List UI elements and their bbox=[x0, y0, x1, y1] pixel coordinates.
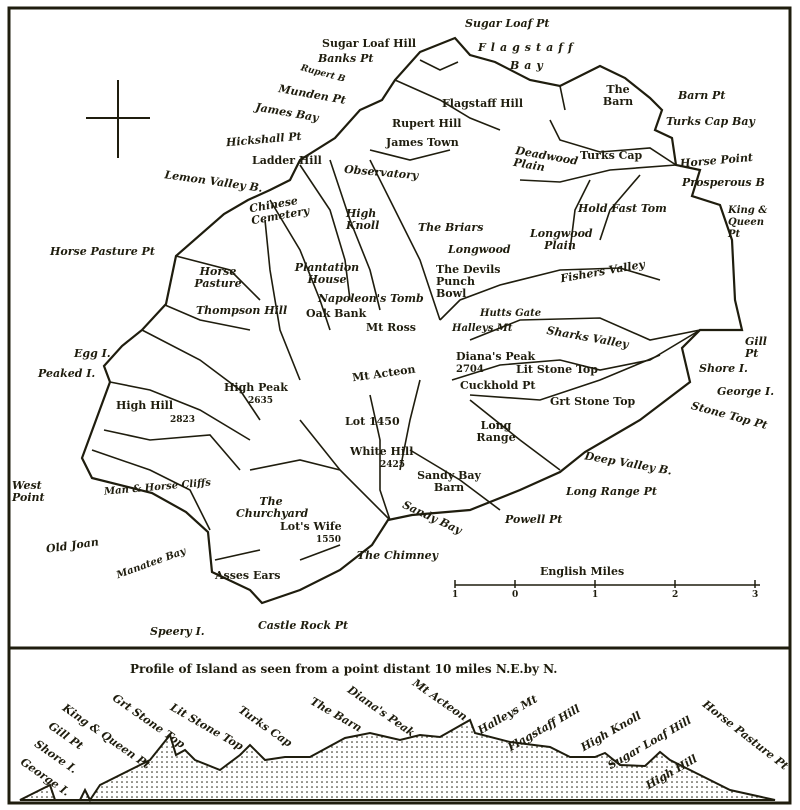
label-sugar-loaf-hill: Sugar Loaf Hill bbox=[322, 37, 417, 50]
label-flagstaff-hill: Flagstaff Hill bbox=[442, 97, 523, 110]
profile-silhouette bbox=[19, 718, 776, 802]
label-the-briars: The Briars bbox=[418, 221, 484, 234]
scale-tick: 3 bbox=[752, 590, 759, 600]
label-peaked-i: Peaked I. bbox=[38, 367, 96, 380]
label-dianas-peak: Diana's Peak bbox=[456, 350, 536, 363]
label-horse-pasture-pt: Horse Pasture Pt bbox=[50, 245, 155, 258]
label-sandy-bay-barn: Sandy Bay Barn bbox=[417, 469, 481, 494]
label-grt-stone-top: Grt Stone Top bbox=[550, 395, 636, 408]
map-frame bbox=[7, 6, 792, 805]
label-longwood: Longwood bbox=[448, 243, 511, 256]
scale-tick: 2 bbox=[672, 590, 679, 600]
label-prosperous-b: Prosperous B bbox=[682, 176, 765, 189]
label-longwood-plain: Longwood Plain bbox=[530, 227, 593, 252]
label-devils-punch-bowl: The Devils Punch Bowl bbox=[436, 263, 501, 300]
label-mt-ross: Mt Ross bbox=[366, 321, 416, 334]
label-high-knoll: High Knoll bbox=[346, 207, 380, 232]
label-high-hill-height: 2823 bbox=[170, 415, 196, 425]
label-lit-stone-top: Lit Stone Top bbox=[516, 363, 598, 376]
label-high-hill: High Hill bbox=[116, 399, 174, 412]
scale-tick: 1 bbox=[452, 590, 459, 600]
label-the-churchyard: The Churchyard bbox=[236, 495, 309, 520]
label-the-chimney: The Chimney bbox=[357, 549, 438, 562]
rivers bbox=[91, 59, 701, 561]
scale-tick: 1 bbox=[592, 590, 599, 600]
compass-cross-icon bbox=[86, 80, 150, 158]
label-king-queen-pt: King & Queen Pt bbox=[728, 205, 768, 240]
label-powell-pt: Powell Pt bbox=[505, 513, 563, 526]
label-rupert-hill: Rupert Hill bbox=[392, 117, 462, 130]
label-flagstaff: Flagstaff bbox=[478, 41, 578, 54]
label-sugar-loaf-pt: Sugar Loaf Pt bbox=[465, 17, 550, 30]
label-the-barn: The Barn bbox=[602, 83, 634, 108]
profile-title: Profile of Island as seen from a point d… bbox=[130, 662, 558, 676]
scale-bar bbox=[454, 580, 760, 588]
label-lots-wife: Lot's Wife bbox=[280, 520, 342, 533]
label-asses-ears: Asses Ears bbox=[215, 569, 281, 582]
label-barn-pt: Barn Pt bbox=[678, 89, 726, 102]
label-oak-bank: Oak Bank bbox=[306, 307, 367, 320]
label-lots-wife-height: 1550 bbox=[316, 535, 342, 545]
scale-title: English Miles bbox=[540, 565, 625, 578]
label-long-range-pt: Long Range Pt bbox=[566, 485, 657, 498]
label-hutts-gate: Hutts Gate bbox=[480, 308, 542, 319]
label-west-point: West Point bbox=[12, 479, 45, 504]
label-thompson-hill: Thompson Hill bbox=[196, 304, 288, 317]
island-coastline bbox=[80, 36, 744, 605]
label-lot: Lot 1450 bbox=[345, 415, 400, 428]
label-high-peak: High Peak bbox=[224, 381, 288, 394]
label-speery-i: Speery I. bbox=[150, 625, 205, 638]
label-halleys-mt: Halleys Mt bbox=[452, 323, 513, 334]
label-hold-fast-tom: Hold Fast Tom bbox=[578, 202, 667, 215]
label-long-range: Long Range bbox=[476, 419, 516, 444]
label-ladder-hill: Ladder Hill bbox=[252, 154, 322, 167]
label-white-hill-height: 2425 bbox=[380, 460, 406, 470]
label-bay: Bay bbox=[510, 59, 548, 72]
label-turks-cap-bay: Turks Cap Bay bbox=[666, 115, 755, 128]
label-dianas-peak-height: 2704 bbox=[456, 364, 484, 375]
label-white-hill: White Hill bbox=[350, 445, 414, 458]
label-cuckhold-pt: Cuckhold Pt bbox=[460, 379, 536, 392]
label-egg-i: Egg I. bbox=[74, 347, 111, 360]
label-castle-rock-pt: Castle Rock Pt bbox=[258, 619, 349, 632]
label-turks-cap: Turks Cap bbox=[580, 149, 643, 162]
label-james-town: James Town bbox=[386, 136, 459, 149]
label-george-i: George I. bbox=[717, 385, 775, 398]
label-high-peak-height: 2635 bbox=[248, 396, 274, 406]
label-banks-pt: Banks Pt bbox=[318, 52, 374, 65]
label-horse-pasture: Horse Pasture bbox=[194, 265, 242, 290]
label-shore-i: Shore I. bbox=[699, 362, 748, 375]
label-napoleons-tomb: Napoleon's Tomb bbox=[318, 292, 424, 305]
label-gill-pt: Gill Pt bbox=[745, 335, 767, 360]
scale-tick: 0 bbox=[512, 590, 519, 600]
label-plantation-house: Plantation House bbox=[294, 261, 360, 286]
